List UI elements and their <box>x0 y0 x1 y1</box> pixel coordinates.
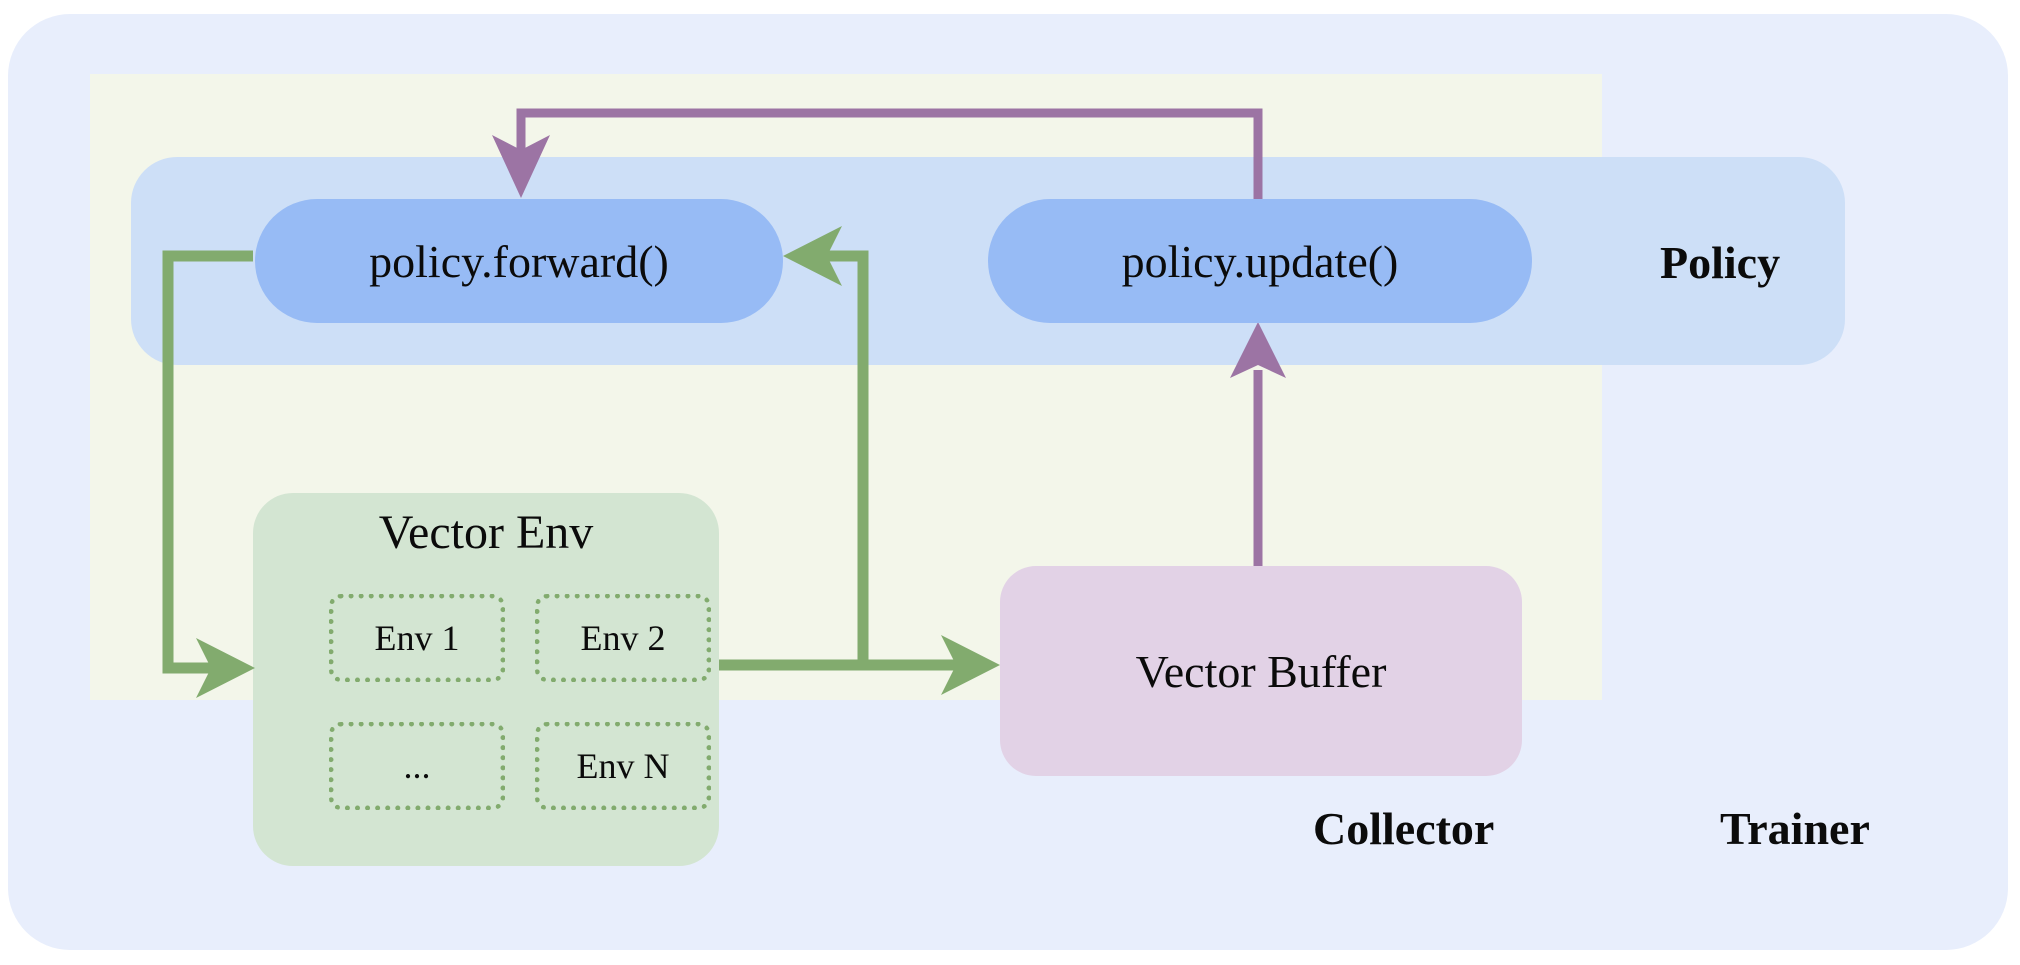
policy-update-node[interactable]: policy.update() <box>988 199 1532 323</box>
vector-env-title: Vector Env <box>378 506 594 559</box>
vector-buffer-node[interactable]: Vector Buffer <box>1000 566 1522 776</box>
policy-forward-node[interactable]: policy.forward() <box>255 199 783 323</box>
env-chip-ellipsis[interactable]: ... <box>329 722 505 810</box>
env-chip-1[interactable]: Env 1 <box>329 594 505 682</box>
env-chip-n[interactable]: Env N <box>535 722 711 810</box>
collector-container-label: Collector <box>1313 803 1495 854</box>
trainer-container-label: Trainer <box>1720 803 1870 854</box>
env-chip-2[interactable]: Env 2 <box>535 594 711 682</box>
policy-container-label: Policy <box>1660 237 1781 288</box>
